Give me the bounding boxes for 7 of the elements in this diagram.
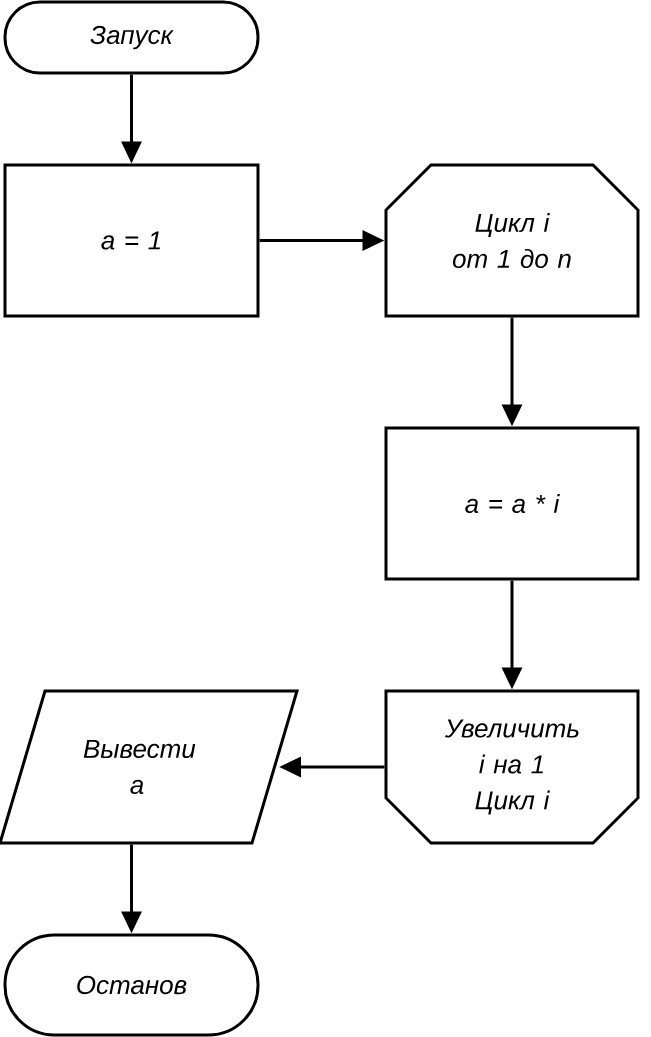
loop-start-box: Цикл i от 1 до n xyxy=(384,163,640,318)
process-box: a = a * i xyxy=(384,426,640,581)
loop-end-box: Увеличить i на 1 Цикл i xyxy=(384,689,640,845)
output-parallelogram: Вывести a xyxy=(0,689,299,845)
process-box: a = 1 xyxy=(3,163,260,318)
start-terminal: Запуск xyxy=(3,0,260,75)
end-terminal: Останов xyxy=(3,933,260,1037)
